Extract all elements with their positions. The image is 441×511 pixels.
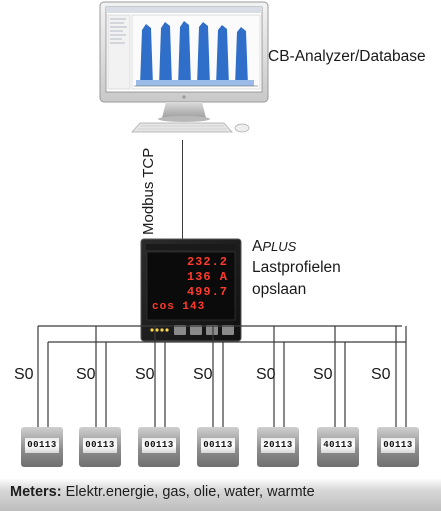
s0-label: S0 — [313, 366, 333, 383]
aplus-device: 232.2 136 A 499.7 cos 143 — [140, 238, 242, 342]
meter-reading: 00113 — [381, 438, 415, 453]
aplus-title-a: A — [252, 238, 263, 255]
meters-caption: Meters: Elektr.energie, gas, olie, water… — [10, 484, 315, 500]
aplus-subtitle-1: Lastprofielen — [252, 259, 341, 276]
meter-reading: 40113 — [321, 438, 355, 453]
meter: 00113 — [197, 427, 239, 467]
meters-caption-text: Elektr.energie, gas, olie, water, warmte — [61, 484, 315, 500]
aplus-title-plus: PLUS — [262, 239, 297, 254]
s0-label: S0 — [14, 366, 34, 383]
meter: 20113 — [257, 427, 299, 467]
s0-label: S0 — [371, 366, 391, 383]
device-illustration — [140, 238, 242, 342]
display-line-3: 499.7 — [186, 285, 228, 299]
meter-reading: 00113 — [25, 438, 59, 453]
meter: 00113 — [79, 427, 121, 467]
meter-reading: 00113 — [201, 438, 235, 453]
meters-caption-bold: Meters: — [10, 484, 62, 500]
s0-label: S0 — [256, 366, 276, 383]
computer-illustration — [99, 1, 269, 133]
display-line-4: cos 143 — [152, 301, 206, 313]
network-cable — [182, 140, 183, 245]
aplus-subtitle-2: opslaan — [252, 281, 307, 298]
footer-background — [0, 478, 441, 511]
meter: 40113 — [317, 427, 359, 467]
meter-reading: 20113 — [261, 438, 295, 453]
meter: 00113 — [377, 427, 419, 467]
s0-label: S0 — [193, 366, 213, 383]
s0-label: S0 — [135, 366, 155, 383]
aplus-title: APLUS — [252, 238, 296, 255]
meter: 00113 — [21, 427, 63, 467]
display-line-2: 136 A — [186, 270, 228, 284]
s0-label: S0 — [76, 366, 96, 383]
meter-reading: 00113 — [142, 438, 176, 453]
device-display: 232.2 136 A 499.7 cos 143 — [150, 255, 232, 317]
computer — [96, 0, 271, 140]
analyzer-label: CB-Analyzer/Database — [268, 48, 426, 65]
display-line-1: 232.2 — [186, 255, 228, 269]
meter: 00113 — [138, 427, 180, 467]
meter-reading: 00113 — [83, 438, 117, 453]
